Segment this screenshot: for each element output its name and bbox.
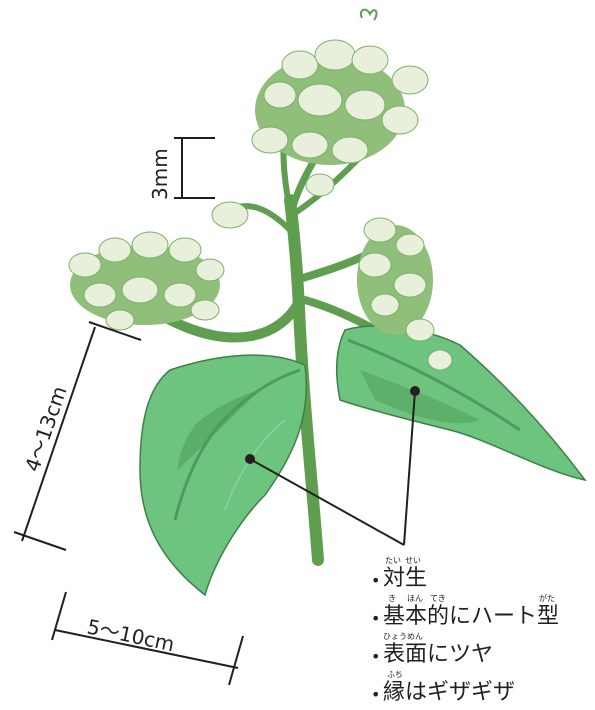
bullet: • [371,649,380,665]
right-leaf [337,326,585,480]
note-text: 表面にツヤ [383,642,493,668]
furigana: めん [407,632,423,641]
leaf-length-label: 4〜13cm [20,383,72,475]
pointer-dot-right-leaf [410,386,420,396]
leaf-width-label: 5〜10cm [85,614,177,656]
left-leaf [140,355,306,595]
note-text: 縁はギザギザ [383,680,515,706]
pointer-dot-left-leaf [245,454,255,464]
furigana: たい [385,556,401,565]
bullet: • [371,611,380,627]
bullet: • [371,573,380,589]
furigana: ひょう [383,632,407,641]
note-serrated-edge: ふち • 縁はギザギザ [371,670,595,708]
flower-size-bracket [174,138,215,198]
note-text: 基本的にハート型 [383,604,559,630]
note-furigana: き ほん てき がた [383,594,595,604]
note-heart-shape: き ほん てき がた • 基本的にハート型 [371,594,595,632]
flower-size-label: 3mm [148,148,172,200]
feature-notes: たい せい • 対生 き ほん てき がた • 基本的にハート型 ひょう めん … [371,556,595,708]
furigana: ふち [387,670,403,679]
furigana: き [388,594,396,603]
furigana: がた [539,594,555,603]
flower-cluster-left [69,232,224,330]
note-furigana: たい せい [383,556,595,566]
furigana: てき [430,594,446,603]
furigana: せい [405,556,421,565]
note-glossy-surface: ひょう めん • 表面にツヤ [371,632,595,670]
note-furigana: ふち [383,670,595,680]
bullet: • [371,687,380,703]
note-furigana: ひょう めん [383,632,595,642]
flower-cluster-top [212,10,428,228]
note-text: 対生 [383,566,427,592]
furigana: ほん [407,594,423,603]
note-opposite-leaves: たい せい • 対生 [371,556,595,594]
